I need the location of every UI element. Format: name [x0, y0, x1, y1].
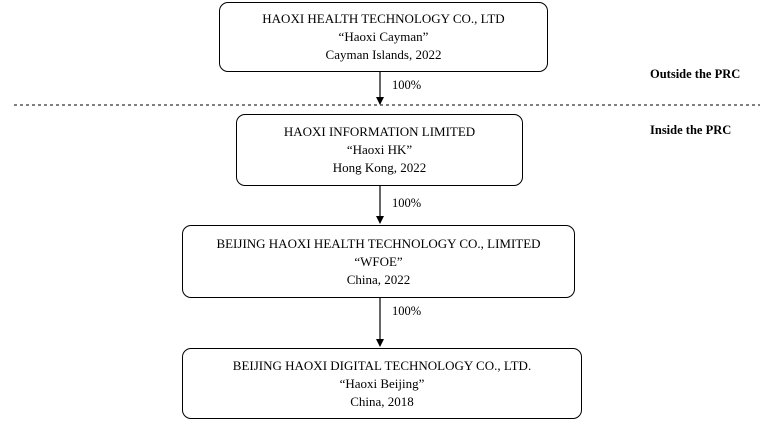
entity-name: HAOXI INFORMATION LIMITED [283, 124, 476, 139]
entity-box-wfoe: BEIJING HAOXI HEALTH TECHNOLOGY CO., LIM… [182, 225, 575, 298]
entity-short-name: “Haoxi HK” [346, 142, 413, 157]
entity-name: BEIJING HAOXI HEALTH TECHNOLOGY CO., LIM… [216, 235, 541, 251]
entity-short-name: “Haoxi Beijing” [339, 375, 425, 391]
entity-box-haoxi-hk: HAOXI INFORMATION LIMITED “Haoxi HK” Hon… [236, 114, 523, 186]
entity-short-name: “Haoxi Cayman” [338, 29, 429, 44]
region-label-inside: Inside the PRC [650, 123, 732, 137]
ownership-label: 100% [392, 196, 422, 210]
ownership-label: 100% [392, 78, 422, 92]
entity-jurisdiction: Hong Kong, 2022 [332, 160, 427, 175]
entity-box-haoxi-cayman: HAOXI HEALTH TECHNOLOGY CO., LTD “Haoxi … [219, 2, 548, 72]
entity-jurisdiction: China, 2022 [346, 271, 411, 287]
entity-box-haoxi-beijing: BEIJING HAOXI DIGITAL TECHNOLOGY CO., LT… [182, 348, 582, 419]
entity-short-name: “WFOE” [354, 253, 403, 269]
entity-name: HAOXI HEALTH TECHNOLOGY CO., LTD [262, 11, 505, 26]
entity-jurisdiction: China, 2018 [350, 393, 414, 409]
entity-jurisdiction: Cayman Islands, 2022 [325, 47, 442, 62]
entity-name: BEIJING HAOXI DIGITAL TECHNOLOGY CO., LT… [232, 357, 532, 373]
region-label-outside: Outside the PRC [650, 67, 741, 81]
ownership-label: 100% [392, 304, 422, 318]
